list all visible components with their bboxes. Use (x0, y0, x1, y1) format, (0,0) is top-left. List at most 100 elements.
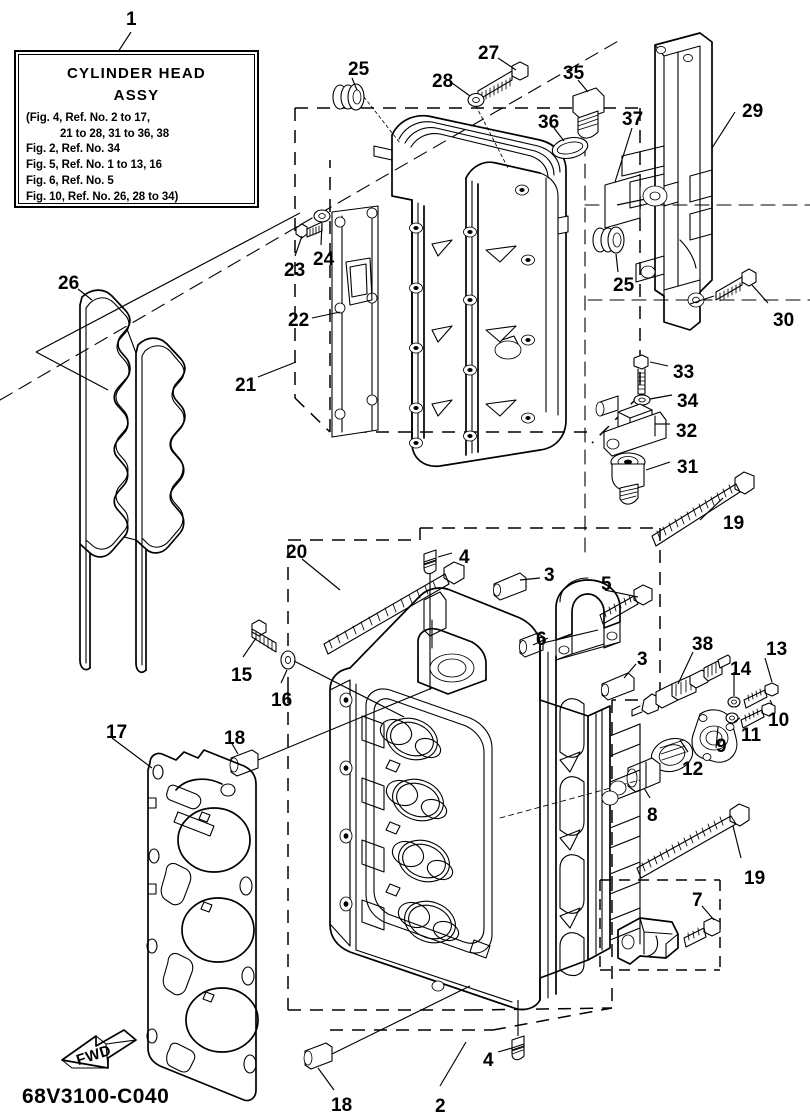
part-27-bolt (477, 61, 529, 102)
callout-sensor-bracket[interactable]: 32 (676, 421, 698, 442)
callout-plug[interactable]: 4 (459, 547, 470, 568)
callout-cylinder-head-assy-title[interactable]: 1 (126, 9, 137, 30)
leader-8 (643, 787, 651, 799)
callout-ring[interactable]: 12 (682, 759, 704, 780)
callout-bolt[interactable]: 13 (766, 639, 788, 660)
callout-head-gasket[interactable]: 17 (106, 722, 128, 743)
callout-dowel-pin[interactable]: 3 (637, 649, 648, 670)
callout-cover-plate[interactable]: 22 (288, 310, 310, 331)
part-31-thermo (610, 452, 646, 505)
leader-21 (257, 361, 297, 378)
leader-17 (111, 737, 153, 769)
callout-bolt[interactable]: 15 (231, 665, 253, 686)
part-34-washer (633, 394, 651, 406)
part-18a-dowel (229, 749, 259, 777)
part-15-bolt (251, 619, 277, 653)
install-path-28 (475, 105, 509, 169)
leader-23 (294, 235, 303, 257)
leader-30 (751, 284, 769, 304)
part-36-oring (551, 136, 589, 160)
callout-flange[interactable]: 9 (716, 736, 727, 757)
leader-25b (615, 253, 619, 273)
part-19a-long-bolt (651, 471, 755, 547)
leader-12 (679, 739, 689, 753)
install-path-6 (542, 629, 599, 644)
part-4b-plug (511, 1035, 525, 1061)
leader-16 (280, 669, 288, 684)
leader-38 (677, 651, 694, 685)
callout-bolt[interactable]: 20 (286, 542, 308, 563)
leader-9 (715, 726, 719, 749)
leader-15 (242, 637, 257, 658)
leader-27 (497, 57, 517, 71)
callout-spark-plug[interactable]: 38 (692, 634, 714, 655)
callout-screw[interactable]: 23 (284, 260, 306, 281)
leader-36 (553, 127, 565, 142)
part-18b-dowel (303, 1042, 333, 1070)
leader-28 (451, 82, 471, 97)
part-7-clamp (617, 917, 679, 965)
callout-bolt-long[interactable]: 19 (744, 868, 766, 889)
leader-24 (320, 223, 323, 246)
leader-1 (117, 31, 132, 53)
part-8-plug (626, 757, 661, 793)
callout-cylinder-head[interactable]: 2 (435, 1096, 446, 1117)
callout-grommet[interactable]: 25 (613, 275, 635, 296)
callout-bracket[interactable]: 29 (742, 101, 764, 122)
callout-bolt[interactable]: 5 (601, 574, 612, 595)
callout-plate[interactable]: 37 (622, 109, 644, 130)
callout-washer[interactable]: 14 (730, 659, 752, 680)
pointer-26-to-cover (35, 212, 301, 391)
leader-25a (351, 77, 358, 91)
leader-19b (732, 825, 742, 859)
part-6-dowel (518, 632, 544, 658)
callout-o-ring[interactable]: 36 (538, 112, 560, 133)
part-37-plate (604, 174, 641, 229)
part-10-bolt (740, 702, 776, 729)
title-line-2: ASSY (113, 86, 160, 104)
leader-18a (230, 741, 239, 755)
callout-thermo-switch[interactable]: 31 (677, 457, 699, 478)
callout-bolt-long[interactable]: 19 (723, 513, 745, 534)
part-19b-long-bolt (636, 803, 750, 879)
callout-bolt[interactable]: 10 (768, 710, 790, 731)
part-33-bolt (633, 354, 649, 395)
title-ref-list: (Fig. 4, Ref. No. 2 to 17, 21 to 28, 31 … (25, 111, 248, 206)
callout-plug[interactable]: 8 (647, 805, 658, 826)
callout-dowel-pin[interactable]: 18 (224, 728, 246, 749)
part-23-screw (295, 221, 323, 239)
leader-33 (649, 361, 669, 367)
callout-clamp-bracket[interactable]: 7 (692, 890, 703, 911)
part-3a-dowel (492, 572, 527, 601)
callout-gasket-cover[interactable]: 26 (58, 273, 80, 294)
part-26-cover-gasket (79, 289, 186, 673)
callout-dowel-pin[interactable]: 18 (331, 1095, 353, 1116)
leader-22 (311, 311, 341, 319)
callout-washer[interactable]: 16 (271, 690, 293, 711)
callout-washer[interactable]: 24 (313, 249, 335, 270)
callout-washer[interactable]: 28 (432, 71, 454, 92)
callout-bolt[interactable]: 27 (478, 43, 500, 64)
part-13-bolt (743, 682, 779, 709)
part-7-bolt (683, 917, 721, 948)
callout-dowel-pin[interactable]: 6 (536, 629, 547, 650)
fwd-arrow-icon (61, 1029, 137, 1069)
callout-washer[interactable]: 34 (677, 391, 699, 412)
install-path-30 (689, 295, 715, 305)
callout-washer[interactable]: 11 (741, 725, 762, 746)
callout-plug[interactable]: 35 (563, 63, 585, 84)
part-28-washer (467, 92, 485, 108)
install-path-18b (331, 985, 471, 1055)
callout-bolt[interactable]: 33 (673, 362, 695, 383)
callout-cylinder-head-cover[interactable]: 21 (235, 375, 257, 396)
callout-bolt[interactable]: 30 (773, 310, 795, 331)
leader-35 (577, 79, 589, 93)
install-path-18a (257, 687, 433, 761)
part-25a-grommet (332, 83, 365, 111)
callout-grommet[interactable]: 25 (348, 59, 370, 80)
callout-plug[interactable]: 4 (483, 1050, 494, 1071)
part-24-washer (313, 209, 331, 223)
part-3b-dowel (600, 672, 635, 701)
callout-dowel-pin[interactable]: 3 (544, 565, 555, 586)
